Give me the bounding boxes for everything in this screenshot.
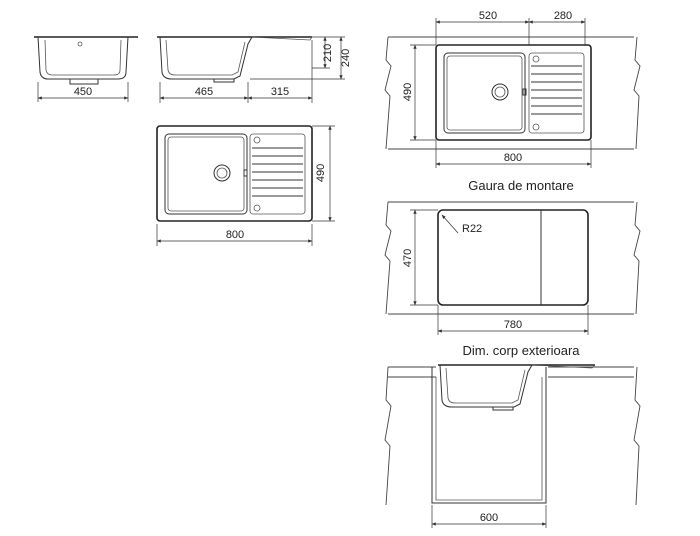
dim-hole-width: 780 xyxy=(504,319,522,331)
dim-side2-width: 465 xyxy=(195,86,213,98)
mounting-view: 520 280 490 800 Gaura de montare xyxy=(384,10,641,193)
dim-depth-outer: 240 xyxy=(340,49,352,67)
side-section-view: 465 315 210 240 xyxy=(157,36,352,103)
dim-hole-radius: R22 xyxy=(462,223,482,235)
cabinet-view: 600 xyxy=(384,364,641,528)
dim-drainer-width: 315 xyxy=(271,86,289,98)
dim-cut-drainer: 280 xyxy=(554,10,572,22)
caption-cabinet: Dim. corp exterioara xyxy=(462,343,580,358)
hole-view: R22 470 780 Dim. corp exterioara xyxy=(384,201,641,358)
front-section-view: 450 xyxy=(34,36,138,102)
caption-mounting: Gaura de montare xyxy=(468,178,574,193)
dim-cut-bowl: 520 xyxy=(479,10,497,22)
dim-top-width: 800 xyxy=(226,229,244,241)
dim-top-depth: 490 xyxy=(315,164,327,182)
dim-cut-depth: 490 xyxy=(402,83,414,101)
dim-side-width: 450 xyxy=(74,86,92,98)
top-view: 800 490 xyxy=(156,125,335,246)
dim-cut-width: 800 xyxy=(504,152,522,164)
dim-depth-inner: 210 xyxy=(322,44,334,62)
dim-cabinet-width: 600 xyxy=(480,512,498,524)
dim-hole-depth: 470 xyxy=(402,249,414,267)
